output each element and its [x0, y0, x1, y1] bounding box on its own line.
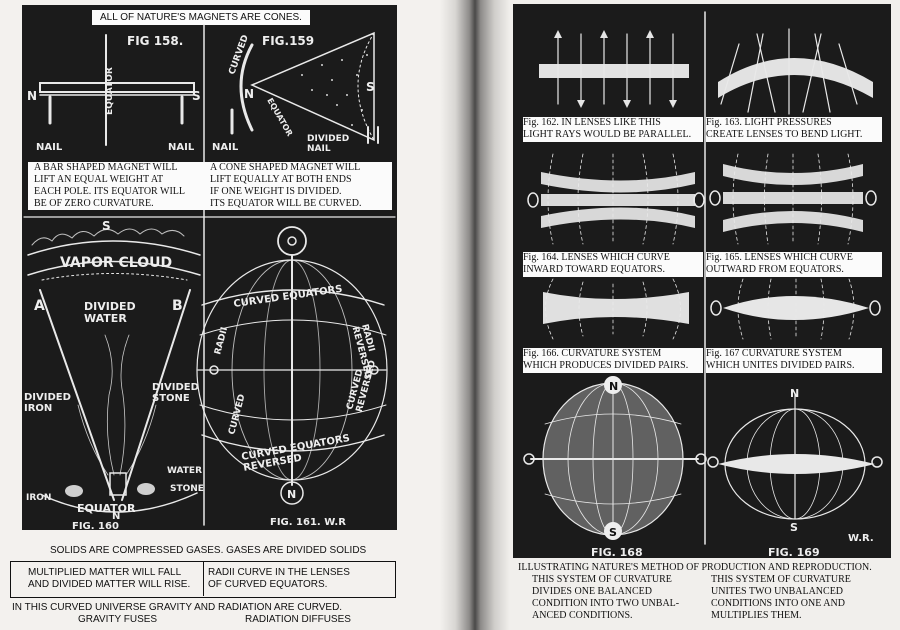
fig-159-label: FIG.159 [262, 34, 314, 48]
fig-164-diagram [528, 154, 704, 244]
fig-163-caption: Fig. 163. LIGHT PRESSURES CREATE LENSES … [706, 117, 882, 142]
book-gutter [440, 0, 510, 630]
fig-161-label: FIG. 161. W.R [270, 517, 346, 528]
footer-line: IN THIS CURVED UNIVERSE GRAVITY AND RADI… [12, 602, 342, 614]
fig-159-caption: A CONE SHAPED MAGNET WILL LIFT EQUALLY A… [206, 162, 392, 210]
box-right-text: RADII CURVE IN THE LENSES OF CURVED EQUA… [208, 567, 350, 591]
fig-158-nail-right: NAIL [168, 142, 195, 153]
fig-159-n: N [244, 87, 254, 101]
left-statement: SOLIDS ARE COMPRESSED GASES. GASES ARE D… [50, 545, 366, 557]
footer-gravity: GRAVITY FUSES [78, 614, 157, 626]
fig-158-nail-left: NAIL [36, 142, 63, 153]
fig-158-caption: A BAR SHAPED MAGNET WILL LIFT AN EQUAL W… [28, 162, 208, 210]
fig-158-diagram: FIG 158. EQUATOR N S NAIL NAIL [27, 34, 201, 153]
fig-169-s: S [790, 521, 798, 534]
right-footer-title: ILLUSTRATING NATURE'S METHOD OF PRODUCTI… [518, 562, 872, 574]
left-figures: FIG 158. EQUATOR N S NAIL NAIL FIG.159 C… [22, 5, 397, 530]
fig-160-label: FIG. 160 [72, 521, 119, 530]
fig-160-water: WATER [167, 466, 202, 476]
fig-160-b: B [172, 298, 183, 314]
fig-169-label: FIG. 169 [768, 546, 820, 558]
fig-167-diagram [711, 279, 880, 339]
fig-166-caption: Fig. 166. CURVATURE SYSTEM WHICH PRODUCE… [523, 348, 703, 373]
fig-162-caption: Fig. 162. IN LENSES LIKE THIS LIGHT RAYS… [523, 117, 703, 142]
fig-165-diagram [710, 154, 876, 244]
fig-160-stone: STONE [170, 484, 204, 494]
fig-166-diagram [543, 279, 689, 339]
fig-161-n: N [287, 488, 296, 501]
fig-161-curved-equators: CURVED EQUATORS [233, 284, 343, 310]
footer-radiation: RADIATION DIFFUSES [245, 614, 351, 626]
fig-168-n: N [609, 380, 618, 393]
fig-168-diagram: N S FIG. 168 [524, 376, 706, 558]
fig-161-diagram: CURVED EQUATORS RADII RADIIREVERSED CURV… [197, 227, 387, 528]
fig-160-equator: EQUATOR [77, 502, 136, 515]
fig-158-equator: EQUATOR [105, 67, 115, 115]
fig-169-diagram: N S W.R. FIG. 169 [708, 387, 882, 558]
right-footer-left: THIS SYSTEM OF CURVATURE DIVIDES ONE BAL… [532, 574, 679, 622]
fig-164-caption: Fig. 164. LENSES WHICH CURVE INWARD TOWA… [523, 252, 703, 277]
fig-159-s: S [366, 80, 375, 94]
fig-161-curved: CURVED [227, 393, 247, 436]
right-footer-right: THIS SYSTEM OF CURVATURE UNITES TWO UNBA… [711, 574, 851, 622]
fig-160-vapor-cloud: VAPOR CLOUD [60, 255, 172, 271]
fig-168-s: S [609, 526, 617, 539]
fig-158-n: N [27, 89, 37, 103]
fig-158-label: FIG 158. [127, 34, 183, 48]
fig-167-caption: Fig. 167 CURVATURE SYSTEM WHICH UNITES D… [706, 348, 882, 373]
box-left-text: MULTIPLIED MATTER WILL FALL AND DIVIDED … [28, 567, 190, 591]
fig-168-label: FIG. 168 [591, 546, 643, 558]
fig-169-n: N [790, 387, 799, 400]
left-box-divider [203, 561, 204, 596]
right-figures: N S FIG. 168 N S W.R. FIG. 169 [513, 4, 891, 558]
fig-163-diagram [718, 29, 873, 114]
fig-162-diagram [539, 30, 689, 108]
fig-169-signature: W.R. [848, 533, 874, 544]
fig-158-s: S [192, 89, 201, 103]
fig-165-caption: Fig. 165. LENSES WHICH CURVE OUTWARD FRO… [706, 252, 882, 277]
fig-160-s: S [102, 219, 111, 233]
fig-159-nail: NAIL [212, 142, 239, 153]
